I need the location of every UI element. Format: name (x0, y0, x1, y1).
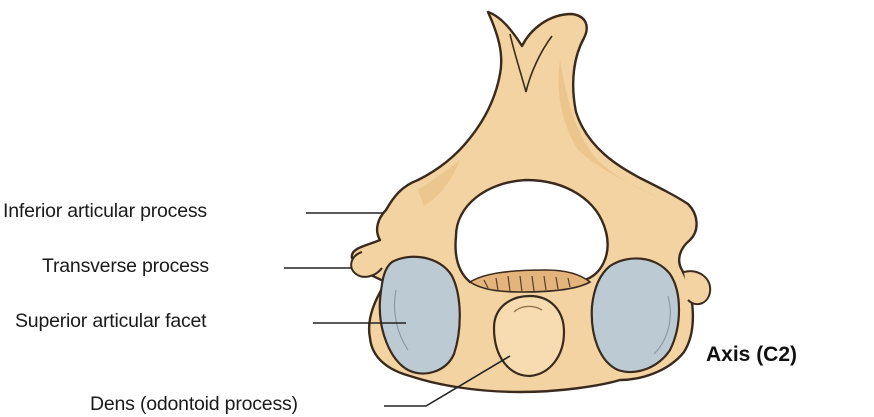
vertebral-foramen (454, 178, 609, 284)
left-transverse-process (350, 251, 383, 278)
right-superior-facet (590, 257, 681, 374)
label-superior-articular-facet: Superior articular facet (15, 310, 207, 332)
bone-shading-left (418, 160, 460, 206)
label-transverse-process: Transverse process (42, 255, 209, 277)
right-facet-shade (653, 295, 671, 355)
spinous-groove (509, 33, 553, 93)
left-superior-facet (378, 255, 461, 375)
dens-highlight (513, 305, 543, 313)
leader-dens (384, 355, 511, 407)
anterior-arch-ridge (468, 269, 592, 293)
bone-shading (558, 60, 660, 198)
label-inferior-articular-process: Inferior articular process (3, 200, 207, 222)
ridge-texture (483, 275, 571, 293)
diagram-title: Axis (C2) (706, 343, 798, 366)
left-facet-shade (393, 289, 409, 351)
dens (492, 294, 566, 378)
right-transverse-process (683, 270, 712, 306)
label-dens: Dens (odontoid process) (90, 393, 298, 415)
